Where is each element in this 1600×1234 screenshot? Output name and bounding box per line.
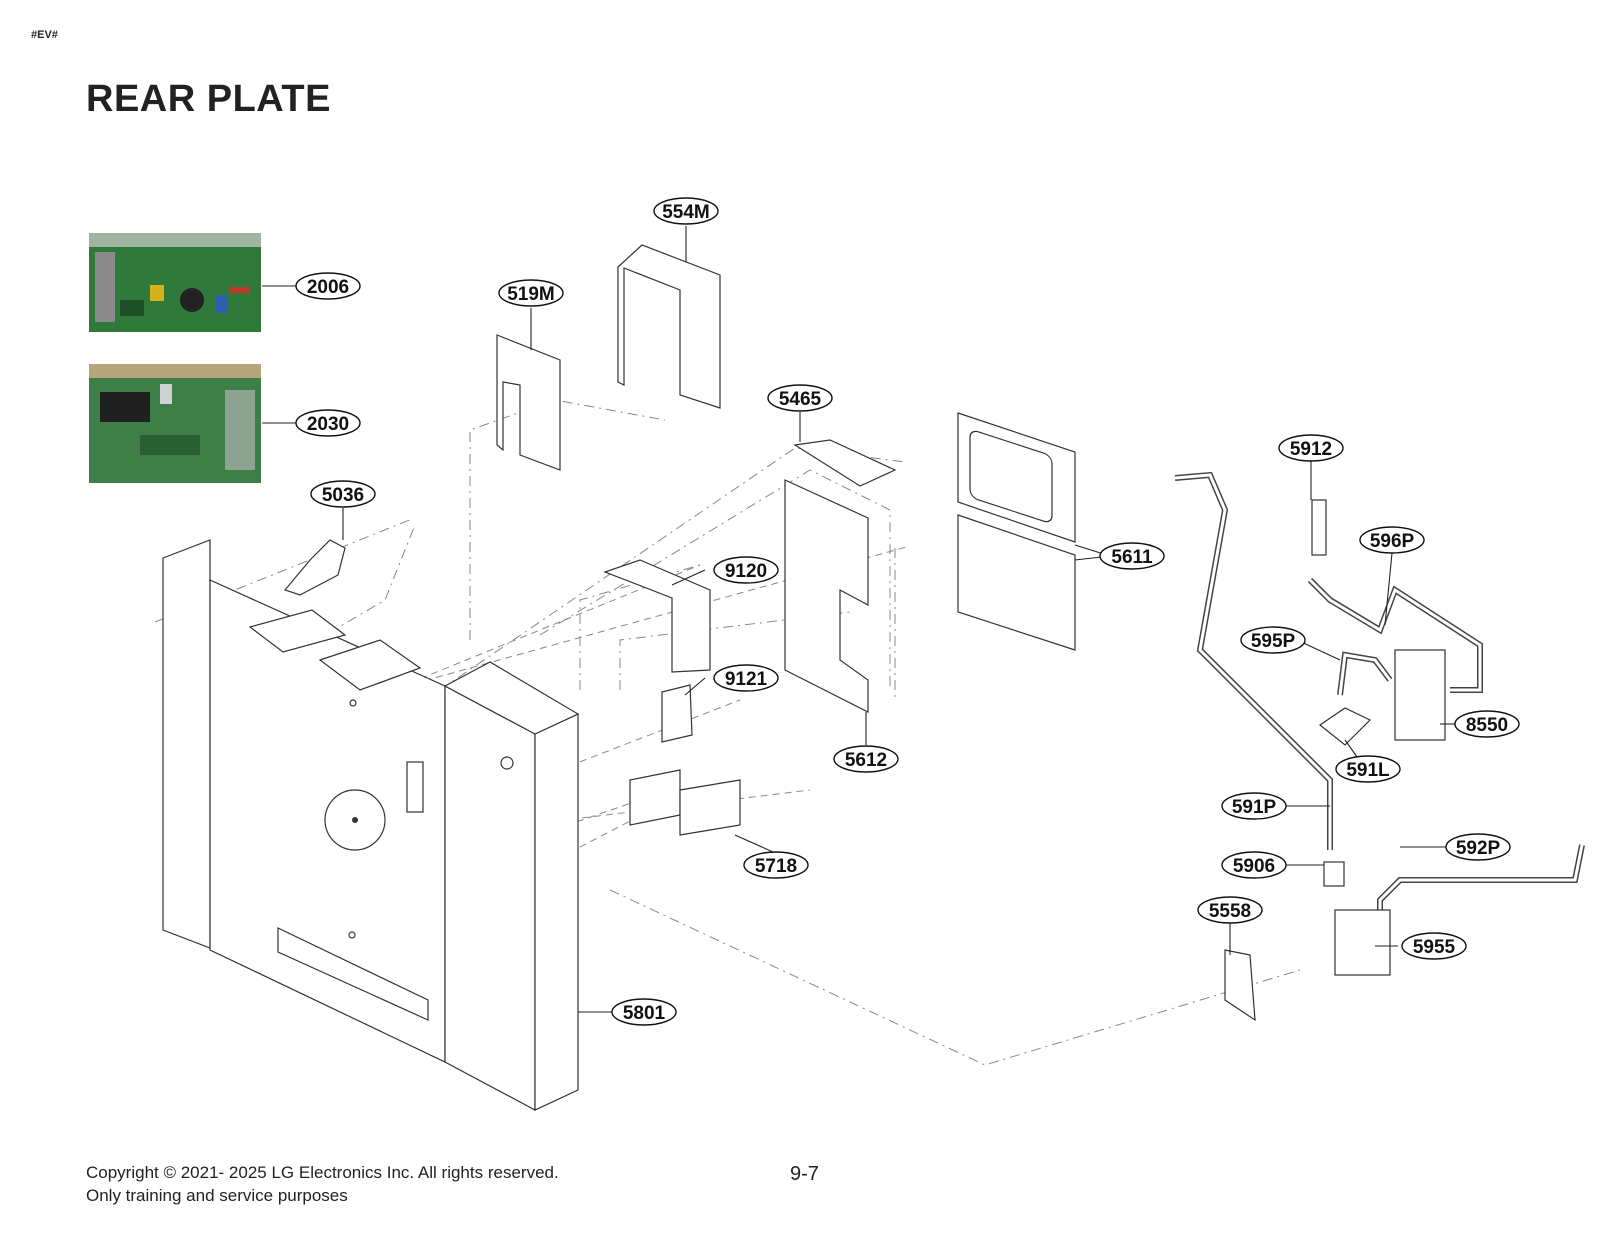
callout-5612: 5612 [833,745,899,773]
gas-pipe-591P [1174,471,1333,850]
pcb-2006-image [89,233,261,332]
callout-2006: 2006 [295,272,361,300]
purpose-text: Only training and service purposes [86,1186,348,1205]
callout-label: 592P [1456,838,1501,859]
callout-label: 9121 [725,669,768,690]
callout-label: 5912 [1290,439,1332,460]
callout-label: 519M [507,284,555,305]
callout-label: 8550 [1466,715,1508,736]
callout-9120: 9120 [713,556,779,584]
callout-5558: 5558 [1197,896,1263,924]
callout-519M: 519M [498,279,564,307]
callout-2030: 2030 [295,409,361,437]
page-title: REAR PLATE [86,78,331,120]
callout-label: 596P [1370,531,1415,552]
rear-plate-5801 [162,539,580,1111]
relay-block-5718 [629,769,741,836]
callout-label: 9120 [725,561,767,582]
callout-596P: 596P [1359,526,1425,554]
callout-554M: 554M [653,197,719,225]
callout-label: 591P [1232,797,1277,818]
callout-595P: 595P [1240,626,1306,654]
callout-5036: 5036 [310,480,376,508]
page-number: 9-7 [790,1163,819,1185]
bracket-9120 [603,559,711,673]
frame-5611 [957,412,1076,651]
bracket-5465 [793,439,897,487]
callout-label: 2030 [307,414,349,435]
callout-label: 5465 [779,389,822,410]
gas-pipe-596P [1307,577,1483,693]
callout-label: 591L [1346,760,1390,781]
callout-label: 554M [662,202,710,223]
callout-5955: 5955 [1401,932,1467,960]
callout-5912: 5912 [1278,434,1344,462]
callout-label: 5955 [1413,937,1456,958]
bracket-554M [617,244,721,409]
bracket-519M [496,334,561,471]
document-mark: #EV# [31,29,58,41]
fitting-5906 [1323,861,1345,887]
callout-592P: 592P [1445,833,1511,861]
bracket-5036 [283,539,346,596]
callout-5718: 5718 [743,851,809,879]
callout-label: 5906 [1233,856,1275,877]
callout-label: 5801 [623,1003,666,1024]
callout-label: 5558 [1209,901,1251,922]
callout-label: 5612 [845,750,887,771]
gas-pipe-595P [1337,651,1393,696]
callout-8550: 8550 [1454,710,1520,738]
bracket-5612 [784,479,869,713]
fitting-5912 [1311,499,1327,556]
valve-8550 [1394,649,1446,741]
callout-5465: 5465 [767,384,833,412]
callout-5611: 5611 [1099,542,1165,570]
callout-label: 5036 [322,485,364,506]
callout-9121: 9121 [713,664,779,692]
callout-label: 595P [1251,631,1296,652]
bracket-591L [1318,707,1372,746]
callout-label: 2006 [307,277,349,298]
pcb-2030-image [89,364,261,483]
callout-591P: 591P [1221,792,1287,820]
callout-591L: 591L [1335,755,1401,783]
copyright-text: Copyright © 2021- 2025 LG Electronics In… [86,1163,559,1182]
bracket-9121 [661,684,693,743]
callout-5801: 5801 [611,998,677,1026]
bracket-5558 [1224,949,1256,1022]
callout-label: 5718 [755,856,797,877]
callout-5906: 5906 [1221,851,1287,879]
valve-5955 [1334,909,1391,976]
callout-label: 5611 [1111,547,1153,568]
